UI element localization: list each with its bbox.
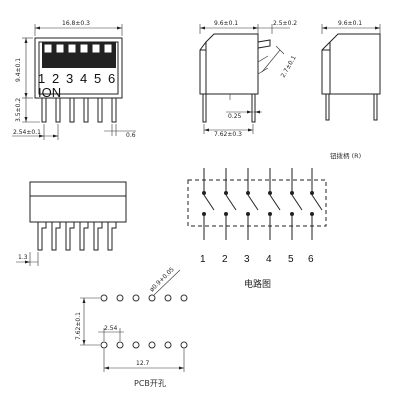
front-body (29, 195, 127, 223)
pcb-row-spacing-dim: 7.62±0.1 (75, 312, 82, 340)
side-pin-thickness-dim: 0.25 (228, 113, 242, 120)
end-body (321, 33, 381, 95)
front-offset-dim: 1.3 (18, 254, 28, 261)
circuit-pin-4: 4 (266, 254, 272, 265)
top-lead-width-dim: 0.6 (126, 132, 136, 139)
on-label: ION (38, 85, 61, 100)
top-pin-1: 1 (38, 71, 45, 86)
end-pin-right (373, 93, 378, 121)
pcb-holes-top (100, 294, 188, 302)
circuit-pin-6: 6 (308, 254, 314, 265)
switch-body (34, 37, 123, 99)
top-pin-5: 5 (94, 71, 101, 86)
end-pin-left (325, 93, 330, 121)
front-view: 1.3 (16, 181, 127, 266)
top-lead-dim: 3.5±0.2 (15, 98, 22, 122)
pcb-caption: PCB开孔 (134, 379, 166, 388)
pcb-layout: ø0.9+0.05 7.62±0.1 2.54 12.7 PCB开孔 (75, 266, 188, 388)
side-lever-dim: 2.5±0.2 (273, 20, 297, 27)
circuit-diagram: 1 2 3 4 5 6 电路图 (187, 168, 327, 290)
circuit-pin-1: 1 (200, 254, 206, 265)
top-pitch-dim: 2.54±0.1 (13, 129, 41, 136)
end-view: 9.6±0.1 钮拨柄 (R) (321, 20, 381, 160)
circuit-pin-3: 3 (244, 254, 250, 265)
side-view: 9.6±0.1 2.5±0.2 2.7±0.1 0.25 7.62±0.3 (199, 20, 298, 138)
side-row-spacing-dim: 7.62±0.3 (214, 131, 242, 138)
top-view: 16.8±0.3 1 2 3 4 5 6 ION (12, 20, 136, 140)
circuit-switches (202, 168, 323, 240)
top-leads (41, 97, 117, 123)
side-body (199, 33, 259, 95)
pcb-hole-dim: ø0.9+0.05 (148, 266, 175, 293)
front-top-strip (29, 181, 127, 197)
lever-caption: 钮拨柄 (R) (330, 151, 361, 160)
top-width-dim: 16.8±0.3 (62, 20, 90, 27)
pcb-span-dim: 12.7 (136, 360, 150, 367)
side-pin-right (251, 93, 256, 123)
side-width-dim: 9.6±0.1 (214, 20, 238, 27)
pcb-holes-bottom (100, 341, 188, 349)
circuit-outline (187, 179, 327, 227)
side-lever (257, 39, 271, 49)
slider-actuators (43, 43, 113, 54)
pcb-pitch-dim: 2.54 (104, 325, 118, 332)
front-leads (37, 222, 117, 251)
circuit-caption: 电路图 (244, 278, 271, 290)
top-pin-2: 2 (52, 71, 59, 86)
side-pin-left (202, 93, 207, 123)
top-height-dim: 9.4±0.1 (15, 58, 22, 82)
end-width-dim: 9.6±0.1 (338, 20, 362, 27)
top-pin-3: 3 (66, 71, 73, 86)
top-pin-4: 4 (80, 71, 87, 86)
circuit-pin-2: 2 (222, 254, 228, 265)
side-lever-height-dim: 2.7±0.1 (280, 54, 298, 79)
circuit-pin-5: 5 (288, 254, 294, 265)
top-pin-6: 6 (108, 71, 115, 86)
